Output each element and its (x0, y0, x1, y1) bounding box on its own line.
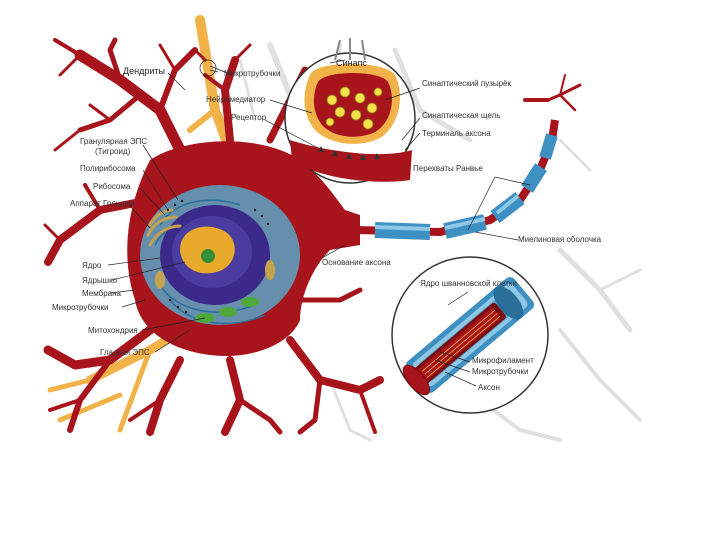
label-synaptic-vesicle: Синаптический пузырёк (422, 79, 512, 88)
label-neurotransmitter: Нейромедиатор (206, 95, 266, 104)
label-microtubules-axon: Микротрубочки (472, 367, 528, 376)
label-axon: Аксон (478, 383, 500, 392)
label-synaptic-vesicle-text: Синаптический пузырёк (422, 79, 512, 88)
label-ribosome: Рибосома (93, 182, 131, 191)
label-axon-hillock: Основание аксона (322, 258, 391, 267)
label-ranvier-nodes: Перехваты Ранвье (413, 164, 483, 173)
label-nissl: (Тигроид) (95, 147, 131, 156)
label-myelin-sheath: Миелиновая оболочка (518, 235, 602, 244)
nucleolus-core (201, 249, 215, 263)
label-microfilament: Микрофиламент (472, 356, 534, 365)
label-membrane: Мембрана (82, 289, 122, 298)
label-synaptic-cleft: Синаптическая щель (422, 111, 500, 120)
label-microtubules-top: Микротрубочки (224, 69, 280, 78)
label-nucleus: Ядро (82, 261, 102, 270)
label-mitochondria: Митохондрия (88, 326, 138, 335)
label-smooth-er: Гладкая ЭПС (100, 348, 150, 357)
label-schwann-nucleus: Ядро шванновской клетки (420, 279, 517, 288)
label-microtubules-left: Микротрубочки (52, 303, 108, 312)
label-golgi: Аппарат Гольджи (70, 199, 134, 208)
label-nucleolus: Ядрышко (82, 276, 118, 285)
label-receptor: Рецептор (231, 113, 267, 122)
label-dendrites: Дендриты (123, 66, 165, 76)
label-polyribosome: Полирибосома (80, 164, 136, 173)
label-axon-terminal: Терминаль аксона (422, 129, 491, 138)
label-synapse: Синапс (336, 58, 367, 68)
label-rough-er: Гранулярная ЭПС (80, 137, 147, 146)
